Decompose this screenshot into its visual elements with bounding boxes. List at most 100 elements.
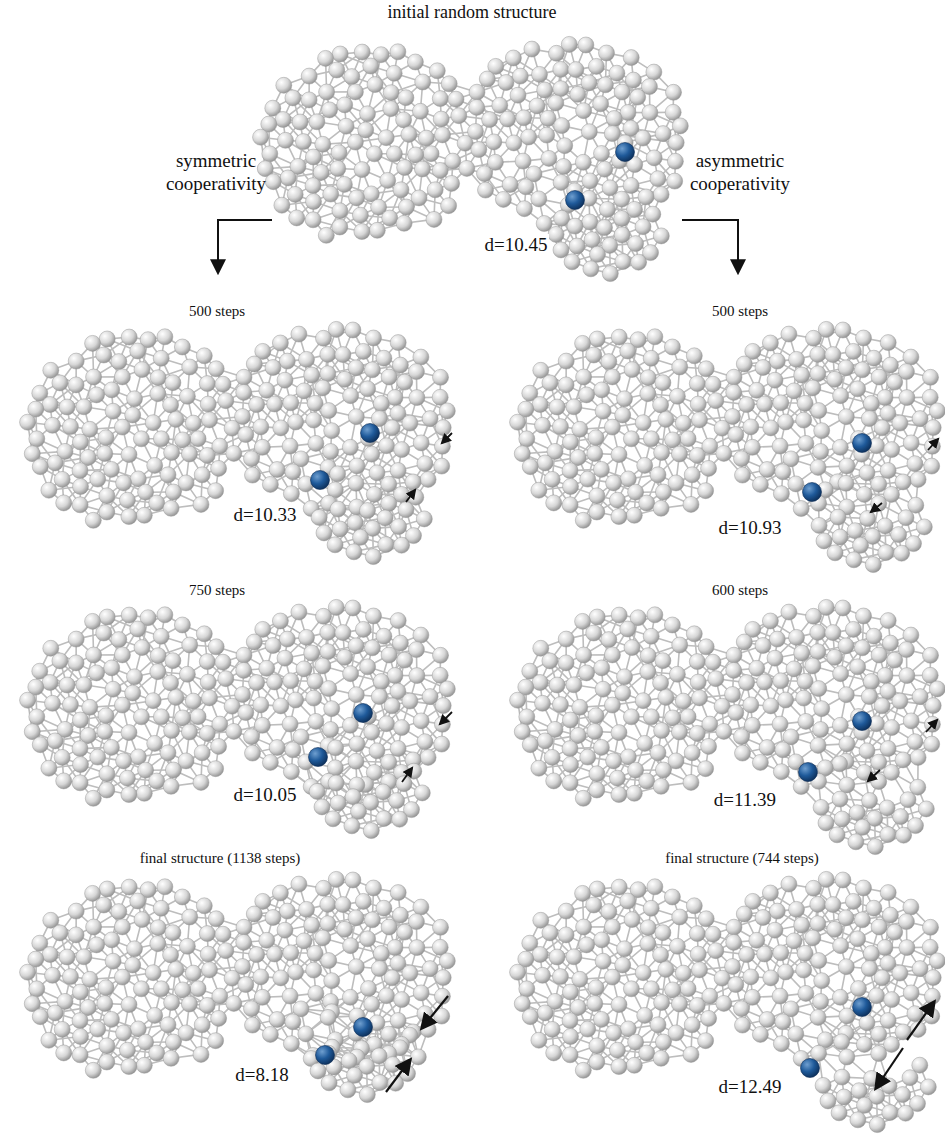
residue-sphere: [646, 64, 662, 80]
residue-sphere: [168, 411, 184, 427]
residue-sphere: [398, 90, 414, 106]
residue-sphere: [524, 41, 540, 57]
residue-sphere: [253, 129, 269, 145]
residue-sphere: [349, 190, 365, 206]
residue-sphere: [47, 455, 63, 471]
residue-sphere: [322, 102, 338, 118]
residue-sphere: [581, 124, 597, 140]
residue-sphere: [396, 112, 412, 128]
residue-sphere: [296, 383, 312, 399]
residue-sphere: [360, 106, 376, 122]
residue-sphere: [153, 350, 169, 366]
residue-sphere: [29, 431, 45, 447]
residue-sphere: [236, 369, 252, 385]
elastic-network: [20, 321, 456, 564]
residue-sphere: [354, 44, 370, 60]
residue-sphere: [45, 417, 61, 433]
residue-sphere: [433, 111, 449, 127]
residue-sphere: [349, 458, 365, 474]
residue-sphere: [398, 199, 414, 215]
residue-sphere: [614, 211, 630, 227]
residue-sphere: [335, 347, 351, 363]
residue-sphere: [482, 112, 498, 128]
residue-sphere: [338, 118, 354, 134]
residue-sphere: [383, 101, 399, 117]
residue-sphere: [332, 203, 348, 219]
residue-sphere: [98, 430, 114, 446]
residue-sphere: [506, 135, 522, 151]
residue-sphere: [68, 353, 84, 369]
residue-sphere: [316, 330, 332, 346]
residue-sphere: [557, 138, 573, 154]
residue-sphere: [434, 438, 450, 454]
residue-sphere: [202, 412, 218, 428]
residue-sphere: [318, 227, 334, 243]
residue-sphere: [498, 75, 514, 91]
residue-sphere: [354, 162, 370, 178]
residue-sphere: [364, 446, 380, 462]
residue-sphere: [130, 343, 146, 359]
residue-sphere: [274, 197, 290, 213]
residue-sphere: [502, 177, 518, 193]
residue-sphere: [89, 387, 105, 403]
residue-sphere: [244, 451, 260, 467]
residue-sphere: [127, 391, 143, 407]
residue-sphere: [301, 92, 317, 108]
residue-sphere: [246, 356, 262, 372]
residue-sphere: [179, 388, 195, 404]
residue-sphere: [409, 390, 425, 406]
residue-sphere: [332, 219, 348, 235]
residue-sphere: [72, 463, 88, 479]
residue-sphere: [96, 347, 112, 363]
residue-sphere: [390, 463, 406, 479]
residue-sphere: [348, 409, 364, 425]
residue-sphere: [569, 238, 585, 254]
residue-sphere: [556, 159, 572, 175]
residue-sphere: [305, 178, 321, 194]
residue-sphere: [539, 127, 555, 143]
residue-sphere: [653, 228, 669, 244]
residue-sphere: [337, 97, 353, 113]
residue-sphere: [435, 127, 451, 143]
residue-sphere: [72, 434, 88, 450]
residue-sphere: [97, 446, 113, 462]
residue-sphere: [532, 66, 548, 82]
elastic-network: [253, 36, 689, 281]
residue-sphere: [386, 65, 402, 81]
residue-sphere: [218, 393, 234, 409]
residue-sphere: [343, 388, 359, 404]
residue-sphere: [145, 415, 161, 431]
residue-sphere: [199, 447, 215, 463]
residue-sphere: [432, 91, 448, 107]
residue-sphere: [426, 211, 442, 227]
residue-sphere: [451, 108, 467, 124]
residue-sphere: [153, 431, 169, 447]
residue-sphere: [477, 166, 493, 182]
residue-sphere: [215, 376, 231, 392]
residue-sphere: [292, 114, 308, 130]
residue-sphere: [285, 90, 301, 106]
residue-sphere: [614, 191, 630, 207]
residue-sphere: [308, 435, 324, 451]
residue-sphere: [275, 112, 291, 128]
residue-sphere: [435, 420, 451, 436]
residue-sphere: [369, 465, 385, 481]
residue-sphere: [614, 84, 630, 100]
residue-sphere: [111, 354, 127, 370]
residue-sphere: [548, 95, 564, 111]
residue-sphere: [576, 103, 592, 119]
residue-sphere: [282, 438, 298, 454]
residue-sphere: [568, 62, 584, 78]
residue-sphere: [269, 462, 285, 478]
residue-sphere: [54, 471, 70, 487]
residue-sphere: [199, 376, 215, 392]
residue-sphere: [396, 215, 412, 231]
residue-sphere: [479, 71, 495, 87]
residue-sphere: [642, 105, 658, 121]
residue-sphere: [383, 85, 399, 101]
residue-sphere: [280, 170, 296, 186]
residue-sphere: [469, 84, 485, 100]
residue-sphere: [448, 91, 464, 107]
residue-sphere: [305, 212, 321, 228]
residue-sphere: [360, 381, 376, 397]
